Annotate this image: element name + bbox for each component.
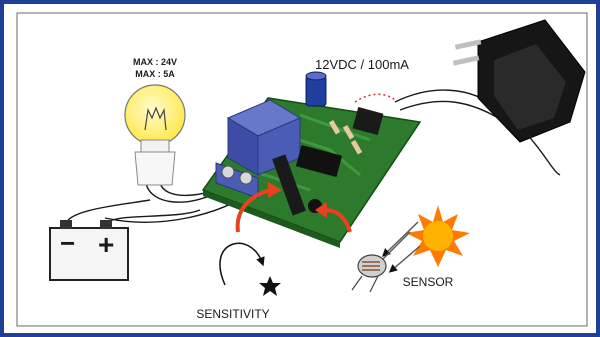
ldr-sensor <box>351 254 387 293</box>
battery-plus-sign: + <box>98 229 114 260</box>
resistor-3 <box>350 139 363 155</box>
capacitor <box>305 71 327 107</box>
ic-chip <box>295 144 343 178</box>
light-rays <box>377 221 421 273</box>
power-adapter <box>452 19 586 143</box>
red-arrowhead-sensor <box>315 202 327 218</box>
red-arrowhead-trimmer <box>268 182 282 198</box>
sensor-label: SENSOR <box>403 275 454 289</box>
resistor-2 <box>342 124 355 140</box>
battery <box>49 220 129 281</box>
lamp <box>124 84 186 186</box>
ldr-leads <box>351 275 379 293</box>
sun-core <box>423 221 453 251</box>
bulb-socket <box>134 151 176 186</box>
ldr-track <box>362 261 380 271</box>
red-arrow-trimmer <box>235 188 271 233</box>
battery-minus-sign: − <box>60 228 75 258</box>
relay <box>226 99 302 176</box>
terminal-block <box>215 162 259 199</box>
trimmer <box>272 154 306 216</box>
terminal-screw-1 <box>221 165 235 179</box>
sun <box>406 205 470 267</box>
resistor-1 <box>328 119 341 135</box>
adapter-face <box>494 44 566 130</box>
star-icon <box>259 276 281 296</box>
power-rating-label: 12VDC / 100mA <box>315 57 409 72</box>
sensitivity-label: SENSITIVITY <box>196 307 269 321</box>
potentiometer <box>352 107 384 135</box>
pcb-edge <box>203 190 340 248</box>
battery-terminal-left <box>60 220 72 229</box>
bulb-filament <box>144 106 167 131</box>
battery-body <box>49 227 129 281</box>
red-arrow-sensor <box>324 208 352 233</box>
adapter-pin-bottom <box>452 55 480 66</box>
bulb-glass <box>124 84 186 146</box>
lamp-max-current-label: MAX : 5A <box>135 69 175 79</box>
terminal-screw-2 <box>239 171 253 185</box>
bulb-neck <box>140 139 170 153</box>
sensitivity-arc-arrow <box>219 242 265 286</box>
battery-terminal-right <box>100 220 112 229</box>
lamp-max-voltage-label: MAX : 24V <box>133 57 177 67</box>
capacitor-top <box>305 71 327 81</box>
adapter-pin-top <box>454 39 482 50</box>
